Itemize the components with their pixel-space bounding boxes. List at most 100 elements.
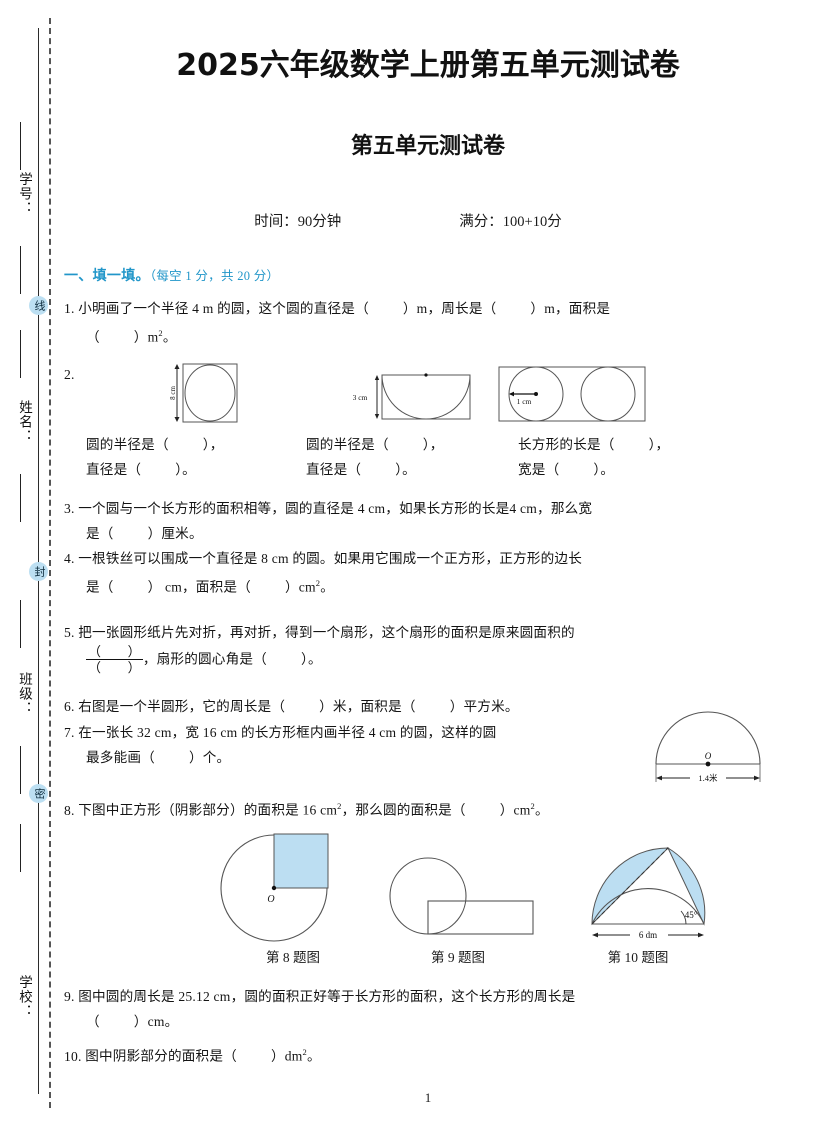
- q2-col3-a: 长方形的长是（: [518, 437, 615, 452]
- seal-margin: 学号： 线 姓名： 封 班级： 密 学校：: [0, 0, 58, 1122]
- question-7-text-b: 最多能画（: [86, 750, 155, 765]
- question-1-text-f: 。: [162, 329, 177, 345]
- question-5-line2: （ ） （ ） ，扇形的圆心角是（）。: [86, 644, 322, 676]
- seal-rule-6: [20, 746, 21, 794]
- question-2-answers-col-1: 圆的半径是（ ）， 直径是（ ）。: [86, 432, 224, 482]
- page-number: 1: [424, 1090, 432, 1105]
- question-3-text-c: ）厘米。: [147, 526, 203, 541]
- figure-6-center-label: O: [705, 751, 712, 761]
- q2-col3-d: ）。: [593, 462, 615, 477]
- seal-badge-line: 线: [29, 296, 48, 315]
- seal-field-student-id: 学号：: [17, 172, 32, 216]
- question-2-answers-col-2: 圆的半径是（ ）， 直径是（ ）。: [306, 432, 444, 482]
- figure-2-3-label: 1 cm: [517, 397, 532, 406]
- question-5-fraction[interactable]: （ ） （ ）: [86, 644, 143, 675]
- question-9-number: 9.: [64, 989, 75, 1004]
- q2-col2-d: ）。: [395, 462, 416, 477]
- question-4: 4. 一根铁丝可以围成一个直径是 8 cm 的圆。如果用它围成一个正方形，正方形…: [64, 546, 809, 600]
- question-2: 2.: [64, 362, 75, 387]
- question-9-text-b: （: [86, 1014, 100, 1029]
- figure-10-dimension-label: 6 dm: [639, 930, 657, 940]
- question-8: 8. 下图中正方形（阴影部分）的面积是 16 cm2，那么圆的面积是（）cm2。: [64, 794, 809, 823]
- q2-col2-b: ），: [422, 437, 444, 452]
- section-score: （每空 1 分，共 20 分）: [149, 269, 280, 283]
- seal-solid-line: [38, 28, 39, 1094]
- question-6: 6. 右图是一个半圆形，它的周长是（）米，面积是（）平方米。: [64, 694, 664, 719]
- question-2-figure-1: 8 cm: [153, 362, 273, 424]
- question-9: 9. 图中圆的周长是 25.12 cm，圆的面积正好等于长方形的面积，这个长方形…: [64, 984, 809, 1034]
- question-8-number: 8.: [64, 802, 75, 818]
- question-1-sup: 2: [158, 328, 163, 338]
- question-7-text-a: 在一张长 32 cm，宽 16 cm 的长方形框内画半径 4 cm 的圆，这样的…: [78, 725, 497, 740]
- question-3-text-a: 一个圆与一个长方形的面积相等，圆的直径是 4 cm，如果长方形的长是4 cm，那…: [78, 501, 593, 516]
- seal-badge-mi: 密: [29, 784, 48, 803]
- fraction-numerator[interactable]: （ ）: [88, 644, 141, 659]
- question-5-text-c: ）。: [300, 651, 322, 667]
- question-4-text-c: ） cm，面积是（: [147, 579, 251, 595]
- question-10-sup: 2: [302, 1047, 307, 1057]
- question-7-number: 7.: [64, 725, 75, 740]
- question-10-text-b: ）dm: [270, 1048, 303, 1064]
- test-paper-sheet: 2025六年级数学上册第五单元测试卷 第五单元测试卷 时间：90分钟 满分：10…: [58, 0, 815, 1122]
- question-8-sup-1: 2: [337, 801, 342, 811]
- seal-badge-feng: 封: [29, 562, 48, 581]
- figure-10-caption: 第 10 题图: [607, 950, 669, 965]
- question-6-text-b: ）米，面积是（: [319, 699, 416, 714]
- question-1-text-d: （: [86, 329, 100, 345]
- exam-time-label: 时间：90分钟: [254, 214, 342, 230]
- seal-rule-2: [20, 246, 21, 294]
- figure-9-caption: 第 9 题图: [431, 950, 485, 965]
- question-8-text-b: ，那么圆的面积是（: [341, 802, 466, 818]
- question-2-figure-3: 1 cm: [498, 365, 668, 423]
- question-3-text-b: 是（: [86, 526, 114, 541]
- figure-6-dimension-label: 1.4米: [698, 773, 718, 783]
- question-6-number: 6.: [64, 699, 75, 714]
- question-4-text-d: ）cm: [284, 579, 316, 595]
- seal-field-class: 班级：: [17, 672, 32, 716]
- q2-col2-a: 圆的半径是（: [306, 437, 389, 452]
- question-8-text-d: 。: [535, 802, 549, 818]
- fraction-bar: [86, 659, 143, 660]
- question-2-number: 2.: [64, 367, 75, 382]
- question-1-text-b: ）m，周长是（: [402, 301, 497, 316]
- question-4-text-e: 。: [320, 579, 335, 595]
- question-9-text-a: 图中圆的周长是 25.12 cm，圆的面积正好等于长方形的面积，这个长方形的周长…: [78, 989, 576, 1004]
- fraction-denominator[interactable]: （ ）: [88, 660, 141, 675]
- figure-10: 45° 6 dm: [578, 834, 728, 946]
- exam-total-label: 满分：100+10分: [459, 214, 562, 230]
- q2-col1-c: 直径是（: [86, 462, 142, 477]
- question-10-text-c: 。: [306, 1048, 321, 1064]
- seal-rule-3: [20, 330, 21, 378]
- q2-col1-d: ）。: [175, 462, 196, 477]
- section-heading: 一、填一填。（每空 1 分，共 20 分）: [64, 265, 279, 285]
- figure-8-center-label: O: [267, 894, 274, 905]
- figure-10-angle-label: 45°: [685, 910, 698, 920]
- question-5-number: 5.: [64, 625, 75, 640]
- question-8-text-c: ）cm: [499, 802, 531, 818]
- question-1-text-a: 小明画了一个半径 4 m 的圆，这个圆的直径是（: [78, 301, 369, 316]
- question-7-text-c: ）个。: [188, 750, 231, 765]
- question-1-text-c: ）m，面积是: [530, 301, 611, 316]
- question-9-text-c: ）cm。: [133, 1014, 179, 1029]
- q2-col3-c: 宽是（: [518, 462, 560, 477]
- figure-2-2-label: 3 cm: [353, 393, 368, 402]
- q2-col1-b: ），: [202, 437, 224, 452]
- question-3: 3. 一个圆与一个长方形的面积相等，圆的直径是 4 cm，如果长方形的长是4 c…: [64, 496, 809, 546]
- seal-rule-4: [20, 474, 21, 522]
- question-2-figure-2: 3 cm: [338, 372, 498, 424]
- question-5-text-a: 把一张圆形纸片先对折，再对折，得到一个扇形，这个扇形的面积是原来圆面积的: [78, 625, 575, 640]
- seal-field-school: 学校：: [17, 975, 32, 1019]
- figure-9: [383, 856, 563, 944]
- seal-field-name: 姓名：: [17, 400, 32, 444]
- question-4-text-b: 是（: [86, 579, 114, 595]
- seal-rule-1: [20, 122, 21, 170]
- figure-8: O: [218, 826, 358, 944]
- question-1-number: 1.: [64, 301, 75, 316]
- exam-meta-row: 时间：90分钟 满分：100+10分: [58, 210, 758, 231]
- q2-col2-c: 直径是（: [306, 462, 362, 477]
- q2-col1-a: 圆的半径是（: [86, 437, 169, 452]
- question-10-number: 10.: [64, 1048, 82, 1064]
- section-label: 一、填一填。: [64, 269, 150, 284]
- question-6-figure: O 1.4米: [638, 700, 798, 790]
- question-8-sup-2: 2: [530, 801, 535, 811]
